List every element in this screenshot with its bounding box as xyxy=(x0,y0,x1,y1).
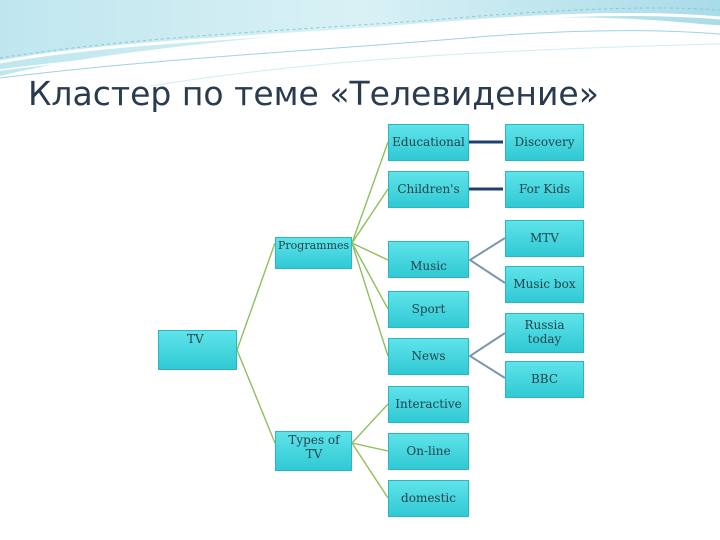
connector-programmes-news xyxy=(351,242,389,357)
node-discovery: Discovery xyxy=(505,124,584,161)
connector-programmes-music xyxy=(351,242,389,261)
header-wave-decoration xyxy=(0,0,720,87)
node-for-kids: For Kids xyxy=(505,171,584,208)
node-types-of-tv: Types of TV xyxy=(275,431,352,471)
node-domestic: domestic xyxy=(388,480,469,517)
node-programmes: Programmes xyxy=(275,237,352,269)
connector-programmes-childrens xyxy=(351,188,389,244)
bracket-music xyxy=(468,237,506,284)
node-russia-today: Russia today xyxy=(505,313,584,353)
connector-programmes-sport xyxy=(351,242,389,310)
node-educational: Educational xyxy=(388,124,469,161)
bracket-news xyxy=(468,332,506,379)
connector-tv-types xyxy=(236,349,276,444)
direct-links xyxy=(469,140,503,191)
connector-types-interactive xyxy=(351,403,389,444)
slide-title: Кластер по теме «Телевидение» xyxy=(28,74,599,113)
node-news: News xyxy=(388,338,469,375)
tree-connectors xyxy=(236,141,389,499)
connector-programmes-educational xyxy=(351,141,389,244)
connector-types-domestic xyxy=(351,442,389,499)
connector-tv-programmes xyxy=(236,242,276,351)
node-childrens: Children's xyxy=(388,171,469,208)
node-music: Music xyxy=(388,241,469,278)
node-tv: TV xyxy=(158,330,237,370)
node-bbc: BBC xyxy=(505,361,584,398)
node-music-box: Music box xyxy=(505,266,584,303)
node-mtv: MTV xyxy=(505,220,584,257)
branch-brackets xyxy=(468,237,506,379)
node-online: On-line xyxy=(388,433,469,470)
node-interactive: Interactive xyxy=(388,386,469,423)
connector-types-online xyxy=(351,442,389,452)
node-sport: Sport xyxy=(388,291,469,328)
